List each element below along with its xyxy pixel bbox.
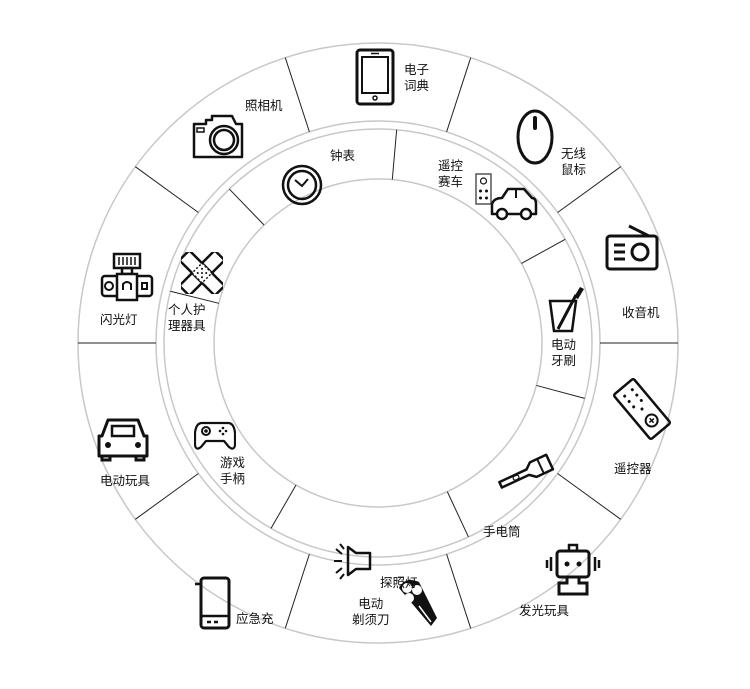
label-line: 收音机 xyxy=(622,305,660,320)
shaver-icon xyxy=(393,576,441,630)
bandage-icon xyxy=(181,252,223,294)
segment-divider xyxy=(446,57,472,133)
segment-divider xyxy=(284,57,310,133)
segment-divider xyxy=(135,166,199,213)
segment-divider xyxy=(446,491,469,538)
label-line: 应急充 xyxy=(236,611,274,626)
label-line: 剃须刀 xyxy=(352,612,390,627)
label-line: 手柄 xyxy=(220,471,246,486)
segment-divider xyxy=(557,473,621,520)
label-line: 探照灯 xyxy=(380,575,418,590)
inner-ring-inner-edge xyxy=(213,178,543,508)
clock-icon xyxy=(281,164,323,206)
tablet-icon xyxy=(355,48,395,106)
label-line: 鼠标 xyxy=(561,162,587,177)
segment-divider xyxy=(228,188,265,226)
label-line: 个人护 xyxy=(168,302,206,317)
inner-ring-outer-edge xyxy=(163,128,593,558)
label-line: 理器具 xyxy=(168,318,206,333)
gamepad-icon xyxy=(194,420,236,452)
segment-divider xyxy=(521,238,566,264)
label-line: 发光玩具 xyxy=(519,603,570,618)
toy-car-icon xyxy=(96,416,150,462)
segment-divider xyxy=(170,290,219,304)
label-line: 词典 xyxy=(404,78,430,93)
toothbrush-icon xyxy=(548,285,588,333)
searchlight-icon xyxy=(332,543,374,581)
label-line: 遥控 xyxy=(438,158,464,173)
segment-divider xyxy=(270,484,297,529)
camera-icon xyxy=(191,114,245,160)
segment-divider xyxy=(135,473,199,520)
label-line: 电子 xyxy=(404,62,430,77)
label-line: 钟表 xyxy=(330,148,356,163)
flashlight-icon xyxy=(496,450,556,496)
remote-control-icon xyxy=(612,378,672,440)
power-bank-icon xyxy=(193,576,231,630)
segment-divider xyxy=(284,553,310,629)
label-line: 无线 xyxy=(561,146,587,161)
segment-divider xyxy=(391,129,398,180)
label-line: 手电筒 xyxy=(483,524,521,539)
segment-divider xyxy=(557,166,621,213)
rc-car-icon xyxy=(474,172,538,222)
segment-divider xyxy=(446,553,472,629)
segment-divider xyxy=(536,384,585,399)
label-line: 遥控器 xyxy=(614,461,652,476)
flash-icon xyxy=(100,252,154,302)
mouse-icon xyxy=(515,108,555,166)
robot-icon xyxy=(545,543,601,597)
label-line: 闪光灯 xyxy=(100,312,138,327)
label-line: 游戏 xyxy=(220,455,246,470)
label-line: 电动 xyxy=(551,337,577,352)
label-line: 牙刷 xyxy=(551,353,577,368)
radio-icon xyxy=(605,222,659,272)
label-line: 照相机 xyxy=(245,98,283,113)
label-line: 电动玩具 xyxy=(100,473,151,488)
label-line: 赛车 xyxy=(438,174,464,189)
label-line: 电动 xyxy=(358,596,384,611)
